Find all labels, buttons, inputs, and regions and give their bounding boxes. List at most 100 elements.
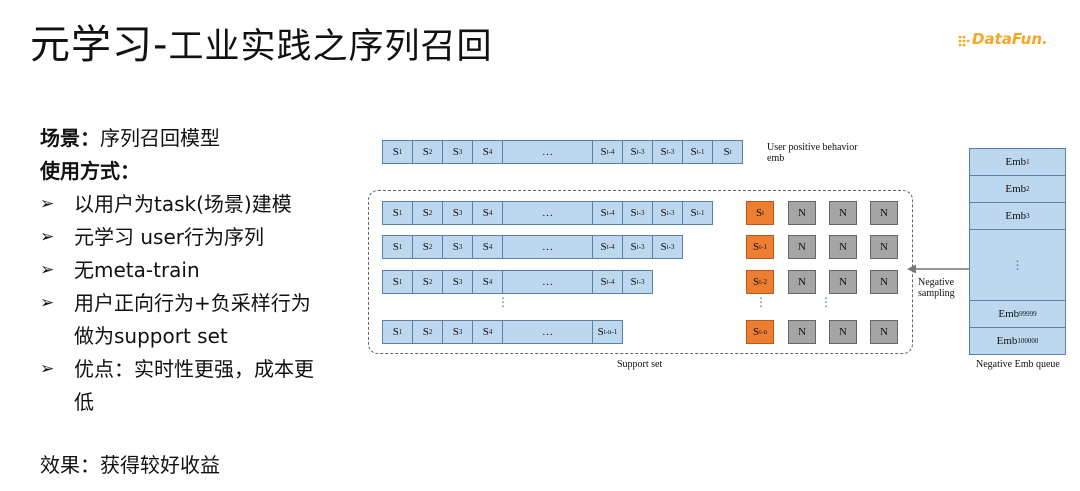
datafun-logo-icon: [958, 35, 970, 47]
bullet-item: ➢ 元学习 user行为序列: [40, 221, 350, 254]
bullet-arrow-icon: ➢: [40, 194, 55, 214]
negative-sample-cell: N: [829, 201, 857, 225]
vertical-ellipsis-icon: ⋮: [497, 295, 509, 309]
bullet-item: ➢ 以用户为task(场景)建模: [40, 188, 350, 221]
slide-title-sub: 工业实践之序列召回: [168, 27, 493, 67]
bullet-text: 元学习 user行为序列: [74, 225, 264, 249]
bullet-text: 用户正向行为+负采样行为: [74, 291, 311, 315]
negative-sample-cell: N: [829, 320, 857, 344]
scene-label: 场景：: [40, 126, 100, 150]
sequence-cell: …: [502, 140, 593, 164]
negative-sampling-arrow: [907, 264, 969, 274]
queue-ellipsis-cell: ⋮: [969, 229, 1066, 301]
bullet-arrow-icon: ➢: [40, 260, 55, 280]
datafun-logo-text: DataFun.: [972, 30, 1048, 48]
scene-value: 序列召回模型: [100, 126, 220, 150]
negative-sample-cell: N: [870, 320, 898, 344]
bullet-text: 无meta-train: [74, 258, 200, 282]
support-set-frame: [368, 190, 913, 354]
negative-sample-cell: N: [870, 201, 898, 225]
bullet-item: ➢ 用户正向行为+负采样行为: [40, 287, 350, 320]
left-text-panel: 场景：序列召回模型 使用方式： ➢ 以用户为task(场景)建模 ➢ 元学习 user…: [40, 122, 350, 482]
negative-sample-cell: N: [788, 270, 816, 294]
datafun-logo: DataFun.: [958, 30, 1070, 52]
bullet-arrow-icon: ➢: [40, 293, 55, 313]
bullet-item: ➢ 无meta-train: [40, 254, 350, 287]
support-set-label: Support set: [617, 359, 663, 370]
negative-sample-cell: N: [829, 270, 857, 294]
negative-sample-cell: N: [788, 201, 816, 225]
negative-sample-cell: N: [788, 235, 816, 259]
effect-line: 效果：获得较好收益: [40, 453, 220, 477]
vertical-ellipsis-icon: ⋮: [755, 295, 767, 309]
sequence-cell: …: [502, 201, 593, 225]
bullet-item-continued: 做为support set: [40, 320, 350, 353]
bullet-text: 以用户为task(场景)建模: [74, 192, 292, 216]
bullet-text: 做为support set: [74, 324, 228, 348]
slide-title: 元学习-工业实践之序列召回: [30, 12, 492, 70]
bullet-text: 优点：实时性更强，成本更: [74, 357, 314, 381]
usage-label: 使用方式：: [40, 159, 140, 183]
negative-sample-cell: N: [870, 270, 898, 294]
bullet-arrow-icon: ➢: [40, 227, 55, 247]
bullet-arrow-icon: ➢: [40, 359, 55, 379]
user-positive-behavior-label: User positive behavior emb: [767, 142, 858, 164]
bullet-item-continued: 低: [40, 386, 350, 419]
negative-sample-cell: N: [788, 320, 816, 344]
sequence-cell: …: [502, 320, 593, 344]
negative-sampling-label: Negative sampling: [918, 277, 955, 299]
negative-sample-cell: N: [870, 235, 898, 259]
scene-line: 场景：序列召回模型: [40, 122, 350, 155]
bullet-item: ➢ 优点：实时性更强，成本更: [40, 353, 350, 386]
vertical-ellipsis-icon: ⋮: [820, 295, 832, 309]
sequence-cell: …: [502, 270, 593, 294]
